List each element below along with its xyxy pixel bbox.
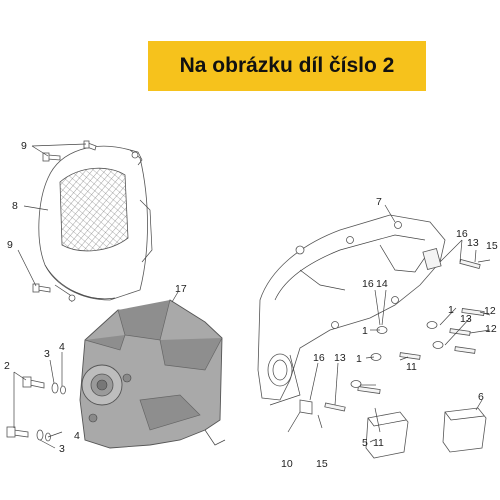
label-7: 7 [376, 196, 382, 208]
part-number-banner: Na obrázku díl číslo 2 [148, 41, 426, 91]
screw-9-top [42, 152, 61, 162]
label-11-top: 11 [406, 361, 417, 373]
bushing-5 [365, 411, 409, 459]
label-16-top: 16 [456, 228, 468, 240]
label-1-low: 1 [356, 353, 362, 365]
label-9-bottom: 9 [7, 239, 13, 251]
label-1-mid: 1 [362, 325, 368, 337]
bolts-right [299, 258, 485, 415]
label-10: 10 [281, 458, 293, 470]
label-14: 14 [376, 278, 388, 290]
label-5: 5 [362, 437, 368, 449]
label-3-bottom: 3 [59, 443, 65, 455]
label-3-top: 3 [44, 348, 50, 360]
label-4-bottom: 4 [74, 430, 80, 442]
leader-lines [13, 143, 491, 449]
label-13-mid: 13 [460, 313, 472, 325]
label-12-bottom: 12 [485, 323, 497, 335]
label-1-right: 1 [448, 304, 454, 316]
bushing-6 [442, 407, 487, 453]
screw-2-upper [22, 376, 66, 395]
label-4-top: 4 [59, 341, 65, 353]
label-9-top: 9 [21, 140, 27, 152]
label-13-top: 13 [467, 237, 479, 249]
label-15-top: 15 [486, 240, 498, 252]
label-11-bottom: 11 [373, 437, 384, 449]
label-2: 2 [4, 360, 10, 372]
label-13-low: 13 [334, 352, 346, 364]
screw-9-side [83, 140, 97, 151]
screw-9-bottom [32, 283, 51, 293]
banner-text: Na obrázku díl číslo 2 [179, 54, 395, 77]
label-16-low: 16 [313, 352, 325, 364]
transmission-cover [257, 214, 446, 406]
label-8: 8 [12, 200, 18, 212]
label-6: 6 [478, 391, 484, 403]
label-12-top: 12 [484, 305, 496, 317]
label-17: 17 [175, 283, 187, 295]
screw-2-lower [6, 426, 51, 442]
label-15-bottom: 15 [316, 458, 328, 470]
shroud-17 [79, 299, 226, 449]
part-labels: 9 8 9 17 2 3 4 4 3 7 16 13 15 16 14 1 1 … [4, 140, 498, 470]
label-16-mid: 16 [362, 278, 374, 290]
fan-cover [38, 145, 153, 303]
